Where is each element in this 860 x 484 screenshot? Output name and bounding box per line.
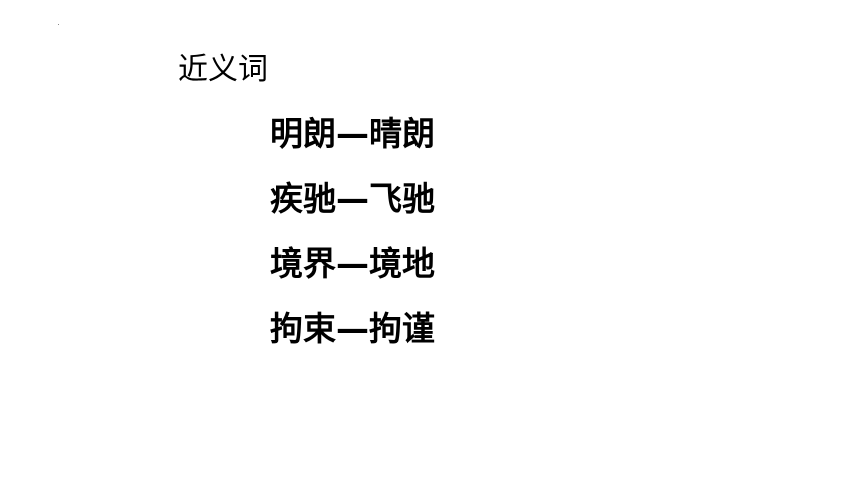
synonym-pair: 疾驰—飞驰	[270, 179, 435, 218]
synonym-pair: 境界—境地	[270, 244, 435, 283]
slide-heading: 近义词	[178, 52, 268, 87]
decorative-dot	[58, 24, 59, 25]
synonym-pair: 拘束—拘谨	[270, 309, 435, 348]
synonym-list: 明朗—晴朗 疾驰—飞驰 境界—境地 拘束—拘谨	[270, 114, 435, 374]
synonym-pair: 明朗—晴朗	[270, 114, 435, 153]
